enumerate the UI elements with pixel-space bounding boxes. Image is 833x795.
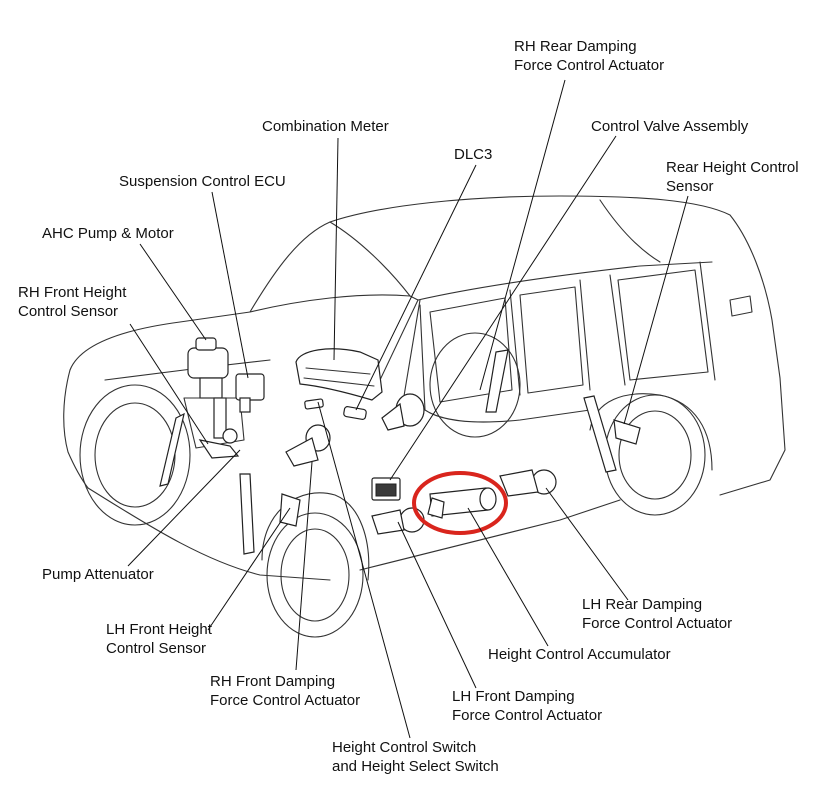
label-line: Force Control Actuator bbox=[210, 692, 361, 709]
leader-dlc3 bbox=[355, 164, 477, 411]
label-line: Force Control Actuator bbox=[582, 615, 733, 632]
label-lh-front-height-control-sensor: LH Front Height Control Sensor bbox=[106, 620, 212, 658]
leader-suspension-ecu bbox=[211, 191, 249, 379]
leader-height-accumulator bbox=[467, 507, 549, 647]
label-line: LH Rear Damping bbox=[582, 596, 703, 613]
label-rh-front-height-control-sensor: RH Front Height Control Sensor bbox=[18, 283, 126, 321]
label-line: Rear Height Control bbox=[666, 159, 799, 176]
label-line: Control Valve Assembly bbox=[591, 118, 749, 135]
label-line: AHC Pump & Motor bbox=[42, 225, 174, 242]
label-rh-rear-damping-actuator: RH Rear Damping Force Control Actuator bbox=[514, 37, 664, 75]
leader-rh-front-height-sensor bbox=[129, 323, 209, 445]
label-line: and Height Select Switch bbox=[332, 758, 499, 775]
label-combination-meter: Combination Meter bbox=[262, 117, 389, 136]
label-line: Combination Meter bbox=[262, 118, 389, 135]
label-line: Height Control Switch bbox=[332, 739, 477, 756]
leader-lh-front-damping bbox=[397, 521, 477, 689]
accumulator-highlight-ring bbox=[412, 471, 508, 535]
leader-combination-meter bbox=[333, 137, 339, 361]
label-rear-height-control-sensor: Rear Height Control Sensor bbox=[666, 158, 799, 196]
label-dlc3: DLC3 bbox=[454, 145, 492, 164]
label-height-control-accumulator: Height Control Accumulator bbox=[488, 645, 671, 664]
leader-control-valve bbox=[389, 135, 617, 481]
leader-lh-front-height-sensor bbox=[207, 507, 291, 631]
label-rh-front-damping-actuator: RH Front Damping Force Control Actuator bbox=[210, 672, 360, 710]
label-line: LH Front Damping bbox=[452, 688, 575, 705]
label-line: LH Front Height bbox=[106, 621, 212, 638]
label-line: Control Sensor bbox=[18, 303, 119, 320]
label-line: Suspension Control ECU bbox=[119, 173, 286, 190]
label-ahc-pump-motor: AHC Pump & Motor bbox=[42, 224, 174, 243]
label-line: Height Control Accumulator bbox=[488, 646, 671, 663]
label-lh-front-damping-actuator: LH Front Damping Force Control Actuator bbox=[452, 687, 602, 725]
label-line: Pump Attenuator bbox=[42, 566, 154, 583]
label-height-control-switch: Height Control Switch and Height Select … bbox=[332, 738, 499, 776]
label-line: RH Rear Damping bbox=[514, 38, 637, 55]
leader-pump-attenuator bbox=[127, 449, 241, 567]
vehicle-outline bbox=[63, 195, 786, 638]
leader-rh-front-damping bbox=[295, 461, 313, 671]
label-line: RH Front Damping bbox=[210, 673, 336, 690]
component-drawings bbox=[159, 337, 641, 555]
label-line: RH Front Height bbox=[18, 284, 127, 301]
label-line: Sensor bbox=[666, 178, 714, 195]
label-line: Force Control Actuator bbox=[514, 57, 665, 74]
label-line: Force Control Actuator bbox=[452, 707, 603, 724]
leader-ahc-pump bbox=[139, 243, 207, 341]
leader-rh-rear-damping bbox=[479, 79, 566, 391]
label-line: DLC3 bbox=[454, 146, 493, 163]
label-control-valve-assembly: Control Valve Assembly bbox=[591, 117, 748, 136]
label-lh-rear-damping-actuator: LH Rear Damping Force Control Actuator bbox=[582, 595, 732, 633]
leader-rear-height-sensor bbox=[623, 195, 689, 425]
leader-height-switch bbox=[317, 401, 411, 739]
label-suspension-control-ecu: Suspension Control ECU bbox=[119, 172, 286, 191]
leader-lh-rear-damping bbox=[545, 487, 629, 601]
label-pump-attenuator: Pump Attenuator bbox=[42, 565, 154, 584]
label-line: Control Sensor bbox=[106, 640, 207, 657]
leader-lines bbox=[127, 79, 689, 739]
